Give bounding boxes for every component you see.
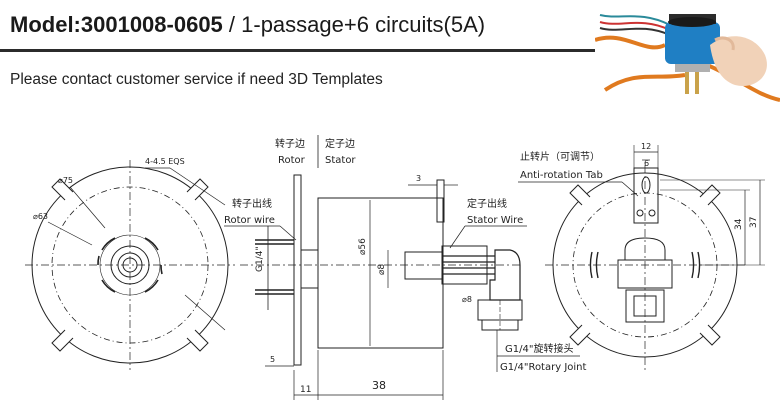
dim-height-37: 37	[749, 217, 759, 228]
model-number: Model:3001008-0605	[10, 12, 223, 37]
anti-rotation-en: Anti-rotation Tab	[520, 170, 603, 181]
dim-flange-thick: 5	[270, 355, 275, 364]
dim-tab-width: 12	[641, 142, 651, 151]
stator-wire-en: Stator Wire	[467, 215, 523, 226]
template-note: Please contact customer service if need …	[10, 71, 383, 88]
dim-flange-gap: 3	[416, 174, 421, 183]
technical-drawing: ⌀75 ⌀63 4-4.5 EQS 转子边 Rotor 定子边 Stator G…	[25, 135, 765, 400]
stator-wire-cn: 定子出线	[467, 197, 507, 210]
stator-side-en: Stator	[325, 155, 356, 166]
rotor-side-cn: 转子边	[275, 137, 305, 150]
end-view: 12 6 37 34 止转片（可调节） Anti-rotation Tab	[518, 142, 765, 370]
rotor-wire-cn: 转子出线	[232, 197, 272, 210]
dim-shaft-dia: ⌀8	[377, 264, 387, 275]
title-underline	[0, 49, 600, 52]
dim-body-length: 38	[372, 379, 386, 392]
product-photo	[595, 0, 780, 108]
rotary-joint-en: G1/4"Rotary Joint	[500, 362, 587, 373]
dim-flange-width: 11	[300, 385, 311, 395]
anti-rotation-tab	[633, 167, 659, 224]
dim-tab-slot: 6	[644, 159, 649, 168]
anti-rotation-cn: 止转片（可调节）	[520, 150, 600, 163]
front-view: ⌀75 ⌀63 4-4.5 EQS	[25, 157, 235, 370]
rotary-joint-cn: G1/4"旋转接头	[505, 342, 573, 355]
dim-outer: ⌀75	[58, 176, 73, 185]
page-title: Model:3001008-0605 / 1-passage+6 circuit…	[10, 12, 485, 38]
thread-label: G1/4"	[255, 246, 265, 272]
rotor-wire-en: Rotor wire	[224, 215, 275, 226]
dim-body-dia: ⌀56	[358, 238, 368, 255]
stator-side-cn: 定子边	[325, 137, 355, 150]
rotor-flange	[293, 174, 302, 366]
model-spec: / 1-passage+6 circuits(5A)	[222, 12, 486, 37]
side-view: 转子边 Rotor 定子边 Stator G1/4" 转子出线 Rotor wi…	[224, 135, 587, 400]
dim-holes: 4-4.5 EQS	[145, 157, 185, 166]
dim-fitting-dia: ⌀8	[462, 295, 472, 304]
dim-inner: ⌀63	[33, 212, 48, 221]
header: Model:3001008-0605 / 1-passage+6 circuit…	[0, 0, 780, 52]
dim-height-34: 34	[734, 218, 744, 230]
rotor-side-en: Rotor	[278, 155, 306, 166]
